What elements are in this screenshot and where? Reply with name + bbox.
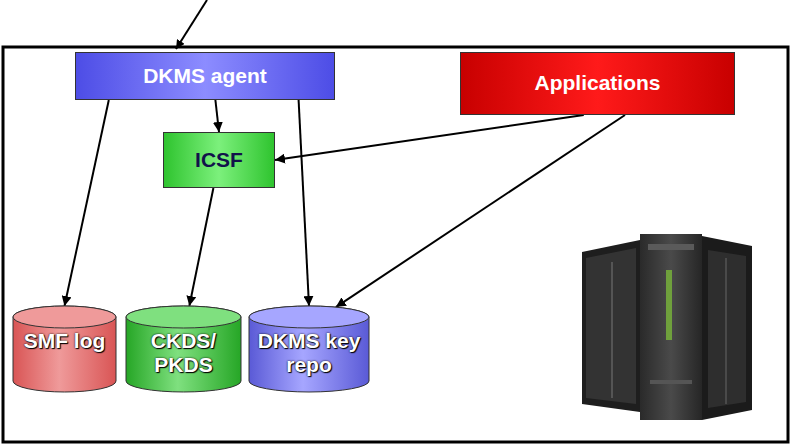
node-label: CKDS/ PKDS [131,329,236,377]
connector-arrow [299,100,309,306]
agent-box: DKMS agent [75,52,335,100]
connector-arrow [215,100,219,132]
repo-cylinder: DKMS key repo [248,305,370,393]
ckds-cylinder: CKDS/ PKDS [125,305,242,393]
icsf-box: ICSF [163,132,275,188]
node-label: SMF log [24,329,106,353]
connector-arrow [336,115,625,307]
node-label: DKMS key repo [254,329,364,377]
cylinder-top [126,306,241,328]
connector-arrow [275,115,584,160]
cylinder-body [126,306,241,392]
applications-box: Applications [460,52,735,115]
node-label: Applications [534,71,660,95]
smf-cylinder: SMF log [12,305,117,393]
connector-arrow [65,100,109,306]
incoming-arrow [176,0,207,49]
system-frame [3,47,788,442]
connector-arrow [189,188,213,306]
node-label: ICSF [195,148,243,172]
cylinder-top [13,306,116,328]
cylinder-top [249,306,369,328]
mainframe-picture [582,234,752,420]
node-label: DKMS agent [143,64,267,88]
cylinder-body [249,306,369,392]
cylinder-body [13,306,116,392]
